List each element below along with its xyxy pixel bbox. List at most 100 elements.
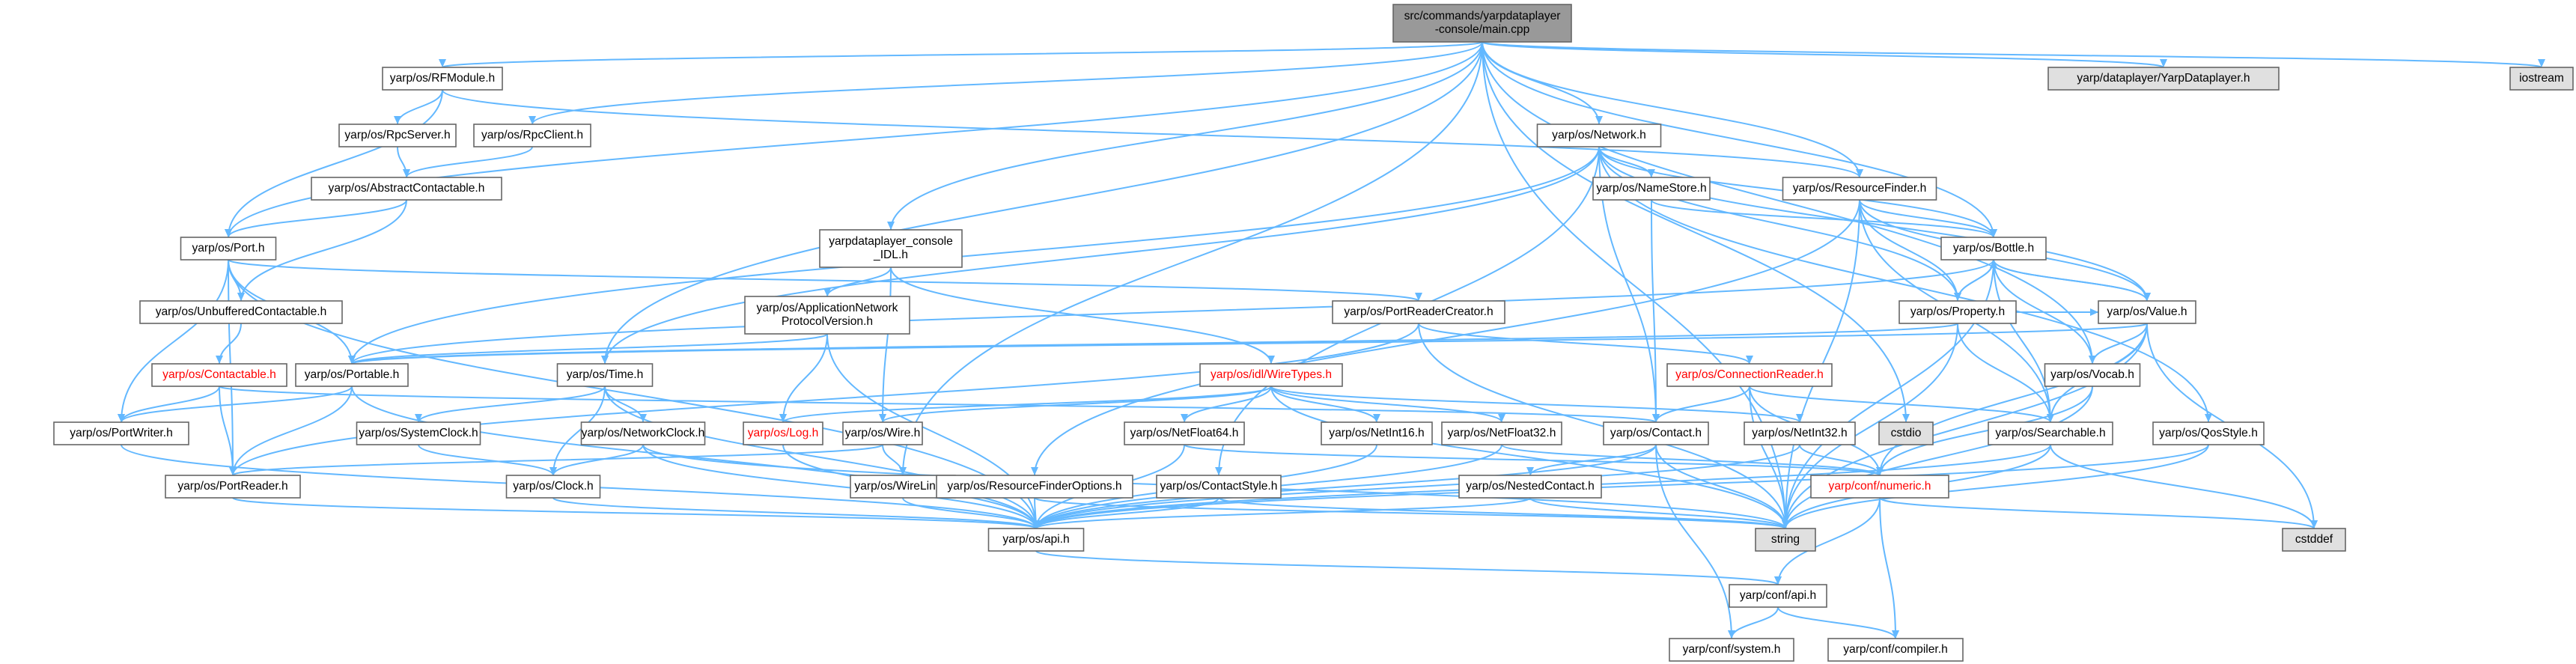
dependency-arrowhead <box>1876 467 1884 475</box>
node-contactstyle[interactable]: yarp/os/ContactStyle.h <box>1156 475 1282 499</box>
dependency-arrowhead <box>348 356 356 364</box>
node-portreadercreator[interactable]: yarp/os/PortReaderCreator.h <box>1332 300 1505 324</box>
node-numeric[interactable]: yarp/conf/numeric.h <box>1810 475 1949 499</box>
node-rfmodule[interactable]: yarp/os/RFModule.h <box>382 67 503 91</box>
dependency-edge <box>351 386 1037 529</box>
node-bottle[interactable]: yarp/os/Bottle.h <box>1940 237 2047 261</box>
node-network[interactable]: yarp/os/Network.h <box>1536 124 1662 147</box>
node-networkclock[interactable]: yarp/os/NetworkClock.h <box>580 421 706 445</box>
node-box <box>842 421 923 445</box>
dependency-edge <box>351 333 828 365</box>
dependency-arrowhead <box>1902 414 1910 422</box>
node-confapi[interactable]: yarp/conf/api.h <box>1729 584 1827 608</box>
dependency-edge <box>1785 444 2209 529</box>
node-api[interactable]: yarp/os/api.h <box>987 528 1085 552</box>
node-netfloat32[interactable]: yarp/os/NetFloat32.h <box>1441 421 1562 445</box>
node-appnetwork[interactable]: yarp/os/ApplicationNetworkProtocolVersio… <box>744 296 910 335</box>
node-label: ProtocolVersion.h <box>782 315 873 328</box>
dependency-edge <box>232 386 353 476</box>
node-netint32[interactable]: yarp/os/NetInt32.h <box>1744 421 1856 445</box>
node-box <box>1878 421 1934 445</box>
node-time[interactable]: yarp/os/Time.h <box>556 363 654 387</box>
node-label: yarp/os/Property.h <box>1910 305 2005 318</box>
node-wiretypes[interactable]: yarp/os/idl/WireTypes.h <box>1199 363 1343 387</box>
dependency-edge <box>1035 497 1220 529</box>
dependency-arrowhead <box>439 59 446 67</box>
dependency-arrowhead <box>1032 520 1040 529</box>
node-vocab[interactable]: yarp/os/Vocab.h <box>2044 363 2141 387</box>
node-portwriter[interactable]: yarp/os/PortWriter.h <box>53 421 189 445</box>
node-box <box>1827 638 1964 662</box>
node-box <box>936 475 1133 499</box>
dependency-edge <box>1218 497 1786 529</box>
node-wire[interactable]: yarp/os/Wire.h <box>842 421 923 445</box>
node-log[interactable]: yarp/os/Log.h <box>743 421 823 445</box>
node-netint16[interactable]: yarp/os/NetInt16.h <box>1321 421 1433 445</box>
node-nestedcontact[interactable]: yarp/os/NestedContact.h <box>1458 475 1602 499</box>
node-layer: src/commands/yarpdataplayer-console/main… <box>53 4 2574 662</box>
node-port[interactable]: yarp/os/Port.h <box>180 237 277 261</box>
node-qosstyle[interactable]: yarp/os/QosStyle.h <box>2152 421 2265 445</box>
node-label: yarp/os/RFModule.h <box>390 72 495 85</box>
dependency-edge <box>902 497 1037 529</box>
dependency-edge <box>219 386 234 476</box>
dependency-edge <box>1035 550 1779 585</box>
dependency-edge <box>232 497 1037 529</box>
dependency-edge <box>890 41 1483 231</box>
node-rpcserver[interactable]: yarp/os/RpcServer.h <box>338 124 457 147</box>
dependency-edge <box>890 266 1272 365</box>
node-cstddef[interactable]: cstddef <box>2282 528 2346 552</box>
node-namestore[interactable]: yarp/os/NameStore.h <box>1592 177 1711 201</box>
node-string[interactable]: string <box>1755 528 1816 552</box>
dependency-arrowhead <box>2047 414 2054 422</box>
node-clock[interactable]: yarp/os/Clock.h <box>505 475 601 499</box>
dependency-arrowhead <box>549 467 557 475</box>
node-label: yarp/os/NetInt32.h <box>1752 427 1847 439</box>
dependency-edge <box>1749 386 1786 529</box>
dependency-arrowhead <box>823 288 831 296</box>
node-value[interactable]: yarp/os/Value.h <box>2098 300 2196 324</box>
node-resourcefinder[interactable]: yarp/os/ResourceFinder.h <box>1782 177 1937 201</box>
node-connectionreader[interactable]: yarp/os/ConnectionReader.h <box>1666 363 1833 387</box>
node-rfoptions[interactable]: yarp/os/ResourceFinderOptions.h <box>936 475 1133 499</box>
node-compiler[interactable]: yarp/conf/compiler.h <box>1827 638 1964 662</box>
node-iostream[interactable]: iostream <box>2509 67 2574 91</box>
node-box <box>151 363 287 387</box>
node-label: yarp/os/NestedContact.h <box>1466 480 1595 493</box>
node-label: _IDL.h <box>873 249 908 261</box>
dependency-edge <box>1879 497 2315 529</box>
dependency-edge <box>552 386 606 476</box>
dependency-arrowhead <box>1267 356 1275 364</box>
node-yarpdataplayer_h[interactable]: yarp/dataplayer/YarpDataplayer.h <box>2047 67 2280 91</box>
node-label: yarp/os/ResourceFinderOptions.h <box>947 480 1121 493</box>
node-label: yarp/os/ContactStyle.h <box>1160 480 1278 493</box>
node-searchable[interactable]: yarp/os/Searchable.h <box>1988 421 2113 445</box>
node-systemclock[interactable]: yarp/os/SystemClock.h <box>356 421 481 445</box>
node-portreader[interactable]: yarp/os/PortReader.h <box>165 475 301 499</box>
node-system[interactable]: yarp/conf/system.h <box>1669 638 1794 662</box>
node-property[interactable]: yarp/os/Property.h <box>1898 300 2017 324</box>
node-label: yarp/os/Wire.h <box>845 427 921 439</box>
node-cstdio[interactable]: cstdio <box>1878 421 1934 445</box>
dependency-edge <box>782 333 828 423</box>
node-rpcclient[interactable]: yarp/os/RpcClient.h <box>473 124 591 147</box>
dependency-arrowhead <box>1990 260 1997 268</box>
node-label: yarp/os/NetFloat32.h <box>1448 427 1556 439</box>
node-netfloat64[interactable]: yarp/os/NetFloat64.h <box>1124 421 1245 445</box>
dependency-edge <box>232 323 1419 476</box>
dependency-edge <box>1598 146 2148 302</box>
node-idl[interactable]: yarpdataplayer_console_IDL.h <box>819 229 963 268</box>
node-root[interactable]: src/commands/yarpdataplayer-console/main… <box>1392 4 1572 43</box>
node-unbuffered[interactable]: yarp/os/UnbufferedContactable.h <box>139 300 343 324</box>
dependency-edge <box>442 89 1860 178</box>
node-abstractcontactable[interactable]: yarp/os/AbstractContactable.h <box>311 177 502 201</box>
node-box <box>1392 4 1572 43</box>
dependency-edge <box>1859 199 1958 302</box>
dependency-arrowhead <box>1892 630 1899 639</box>
dependency-edge <box>418 444 554 476</box>
dependency-arrowhead <box>1498 414 1505 422</box>
node-contact[interactable]: yarp/os/Contact.h <box>1603 421 1709 445</box>
node-portable[interactable]: yarp/os/Portable.h <box>295 363 409 387</box>
node-contactable[interactable]: yarp/os/Contactable.h <box>151 363 287 387</box>
